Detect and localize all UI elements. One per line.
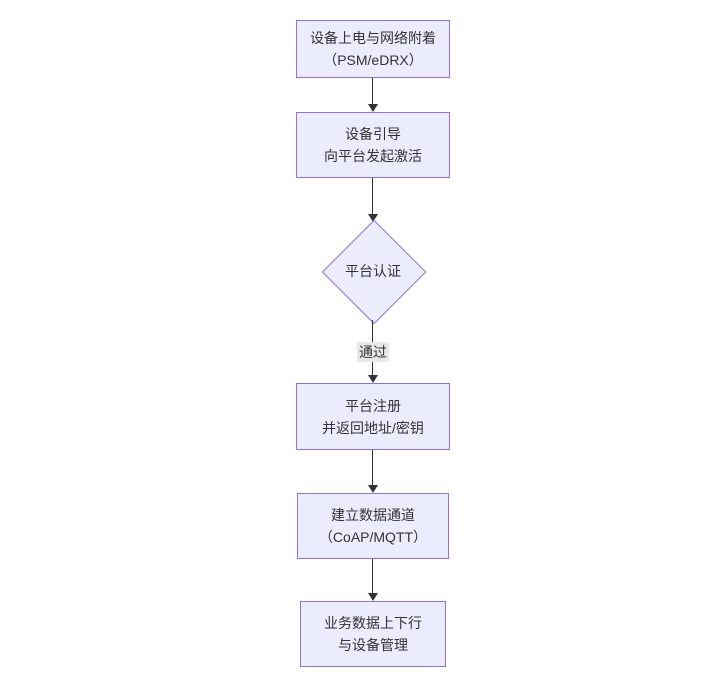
node-label-line: 平台注册 bbox=[345, 397, 401, 414]
flow-node-platform-register: 平台注册 并返回地址/密钥 bbox=[296, 383, 450, 450]
edge-label-pass: 通过 bbox=[357, 342, 389, 362]
node-label-line: 平台认证 bbox=[345, 263, 401, 279]
edge-power-to-bootstrap bbox=[372, 78, 373, 105]
decision-node-platform-auth: 平台认证 bbox=[321, 219, 427, 325]
node-label-line: 建立数据通道 bbox=[331, 507, 415, 523]
node-label-line: 设备上电与网络附着 bbox=[310, 30, 436, 46]
edge-bootstrap-to-auth bbox=[372, 178, 373, 215]
edge-channel-to-business bbox=[372, 559, 373, 594]
arrow-down-icon bbox=[368, 375, 378, 383]
flow-node-business-data: 业务数据上下行 与设备管理 bbox=[300, 601, 446, 667]
node-label-line: （PSM/eDRX） bbox=[323, 52, 423, 68]
node-label-line: 业务数据上下行 bbox=[324, 615, 422, 631]
flow-node-data-channel: 建立数据通道 （CoAP/MQTT） bbox=[297, 493, 449, 559]
node-label-line: 设备引导 bbox=[345, 126, 401, 142]
flow-node-bootstrap: 设备引导 向平台发起激活 bbox=[296, 112, 450, 178]
arrow-down-icon bbox=[368, 104, 378, 112]
node-label-line: （CoAP/MQTT） bbox=[318, 529, 428, 545]
node-label-line: 向平台发起激活 bbox=[324, 148, 422, 164]
node-label-line: 与设备管理 bbox=[338, 637, 408, 653]
arrow-down-icon bbox=[368, 214, 378, 222]
arrow-down-icon bbox=[368, 485, 378, 493]
edge-register-to-channel bbox=[372, 450, 373, 486]
flow-node-power-network-attach: 设备上电与网络附着 （PSM/eDRX） bbox=[296, 20, 450, 78]
node-label-line: 并返回地址/密钥 bbox=[322, 419, 424, 436]
arrow-down-icon bbox=[368, 593, 378, 601]
